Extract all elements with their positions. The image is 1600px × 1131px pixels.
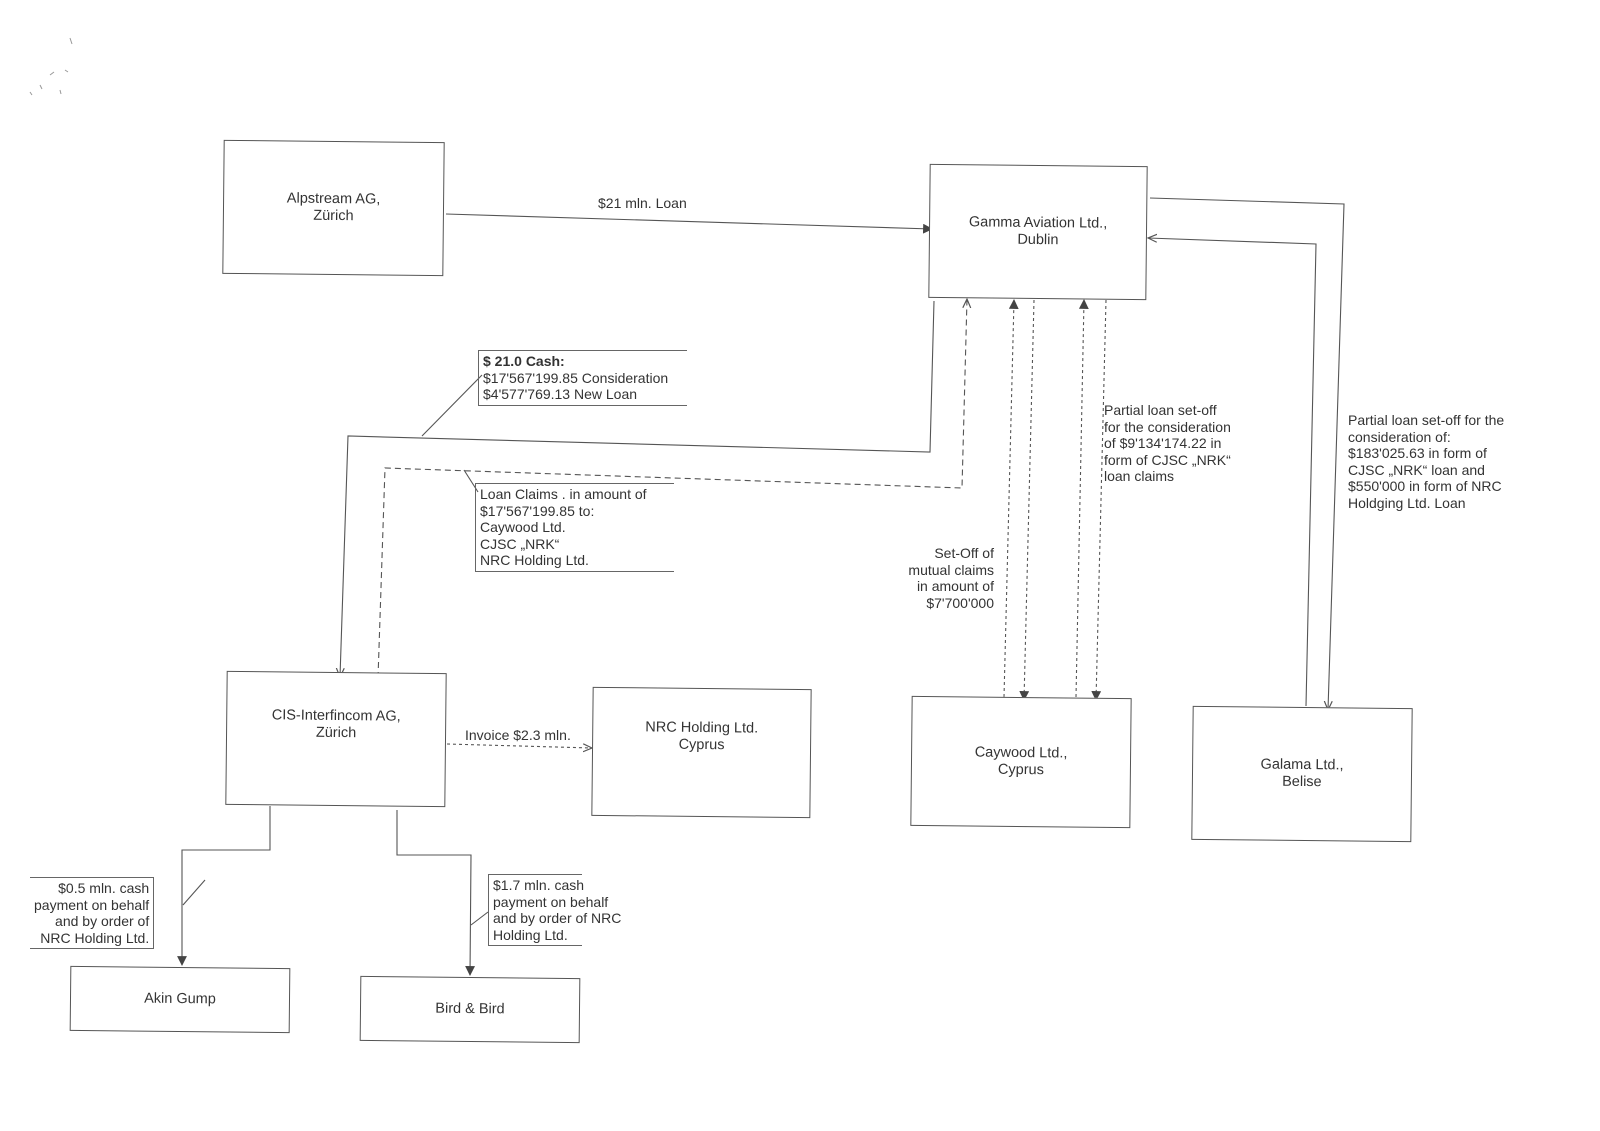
- payment-line: and by order of: [55, 913, 150, 929]
- payment-line: $1.7 mln. cash: [493, 877, 585, 893]
- entity-name: Gamma Aviation Ltd.,: [968, 214, 1108, 232]
- payment-line: $0.5 mln. cash: [58, 880, 150, 896]
- partial-line: form of CJSC „NRK“: [1104, 451, 1231, 468]
- setoff-line: $7'700'000: [926, 594, 994, 611]
- bird-payment-arrow: [396, 810, 476, 976]
- entity-akin-gump: Akin Gump: [69, 965, 291, 1034]
- setoff-down-2: [1091, 299, 1107, 701]
- payment-line: payment on behalf: [34, 896, 150, 913]
- entity-name: Alpstream AG,: [286, 190, 381, 208]
- entity-caywood: Caywood Ltd., Cyprus: [910, 695, 1132, 829]
- galama-to-gamma-arrow: [1148, 238, 1317, 707]
- payment-line: payment on behalf: [493, 893, 609, 910]
- entity-name: Bird & Bird: [435, 1000, 505, 1018]
- bird-payment-callout: $1.7 mln. cash payment on behalf and by …: [488, 874, 622, 946]
- partial-line: CJSC „NRK“ loan and: [1348, 461, 1485, 478]
- entity-alpstream: Alpstream AG, Zürich: [222, 139, 445, 277]
- entity-name: Galama Ltd.,: [1260, 756, 1344, 774]
- loan-claims-line: CJSC „NRK“: [480, 535, 560, 552]
- partial-line: $550'000 in form of NRC: [1348, 478, 1502, 494]
- entity-name: Akin Gump: [144, 990, 216, 1008]
- partial-line: loan claims: [1104, 468, 1175, 484]
- cash-arrow: [340, 300, 935, 677]
- partial-line: for the consideration: [1104, 418, 1231, 435]
- akin-leader: [182, 879, 206, 906]
- partial-line: Partial loan set-off for the: [1348, 412, 1505, 428]
- entity-location: Zürich: [315, 724, 357, 742]
- loan-claims-line: NRC Holding Ltd.: [480, 552, 589, 568]
- loan-claims-callout: Loan Claims . in amount of $17'567'199.8…: [475, 483, 674, 572]
- setoff-line: mutual claims: [908, 561, 994, 578]
- loan-claims-line: $17'567'199.85 to:: [480, 502, 595, 519]
- partial-line: Holdging Ltd. Loan: [1348, 494, 1466, 511]
- invoice-label: Invoice $2.3 mln.: [465, 727, 571, 743]
- cash-line: $17'567'199.85 Consideration: [483, 369, 669, 386]
- partial-line: Partial loan set-off: [1104, 402, 1217, 418]
- partial-caywood-label: Partial loan set-off for the considerati…: [1104, 402, 1231, 485]
- entity-location: Belise: [1282, 773, 1322, 791]
- loan-arrow: [445, 213, 933, 234]
- entity-location: Zürich: [313, 207, 354, 225]
- setoff-line: Set-Off of: [934, 545, 994, 561]
- partial-galama-label: Partial loan set-off for the considerati…: [1348, 412, 1504, 511]
- setoff-mutual-label: Set-Off of mutual claims in amount of $7…: [898, 545, 994, 611]
- entity-name: CIS-Interfincom AG,: [271, 707, 401, 725]
- setoff-up-2: [1075, 299, 1089, 698]
- entity-galama: Galama Ltd., Belise: [1191, 705, 1413, 843]
- entity-gamma-aviation: Gamma Aviation Ltd., Dublin: [928, 163, 1148, 301]
- akin-payment-callout: $0.5 mln. cash payment on behalf and by …: [30, 877, 155, 949]
- payment-line: NRC Holding Ltd.: [40, 929, 150, 946]
- entity-bird-and-bird: Bird & Bird: [359, 975, 581, 1044]
- cash-title: $ 21.0 Cash:: [483, 353, 565, 369]
- loan-claims-arrow: [377, 299, 967, 679]
- loan-claims-line: Loan Claims . in amount of: [480, 486, 647, 502]
- loan-claims-line: Caywood Ltd.: [480, 519, 566, 535]
- akin-payment-arrow: [177, 806, 271, 966]
- partial-line: $183'025.63 in form of: [1348, 445, 1487, 461]
- cash-leader: [421, 374, 483, 437]
- entity-nrc-holding: NRC Holding Ltd. Cyprus: [591, 686, 812, 819]
- setoff-down-1: [1019, 299, 1035, 701]
- entity-name: NRC Holding Ltd.: [645, 718, 759, 737]
- scan-artifact: [29, 37, 73, 96]
- payment-line: Holding Ltd.: [493, 926, 568, 943]
- invoice-arrow: [446, 744, 592, 748]
- partial-line: of $9'134'174.22 in: [1104, 435, 1222, 451]
- partial-line: consideration of:: [1348, 428, 1451, 445]
- gamma-to-galama-arrow: [1149, 197, 1345, 710]
- entity-cis-interfincom: CIS-Interfincom AG, Zürich: [225, 670, 447, 808]
- setoff-line: in amount of: [916, 578, 994, 594]
- entity-name: Caywood Ltd.,: [974, 744, 1068, 762]
- bird-leader: [470, 911, 489, 926]
- entity-location: Dublin: [1017, 231, 1059, 249]
- entity-location: Cyprus: [997, 761, 1044, 779]
- loan-label: $21 mln. Loan: [598, 195, 687, 211]
- cash-callout: $ 21.0 Cash: $17'567'199.85 Consideratio…: [478, 350, 687, 406]
- payment-line: and by order of NRC: [493, 910, 622, 926]
- entity-location: Cyprus: [678, 736, 725, 753]
- cash-line: $4'577'769.13 New Loan: [483, 386, 638, 402]
- setoff-up-1: [1003, 299, 1019, 698]
